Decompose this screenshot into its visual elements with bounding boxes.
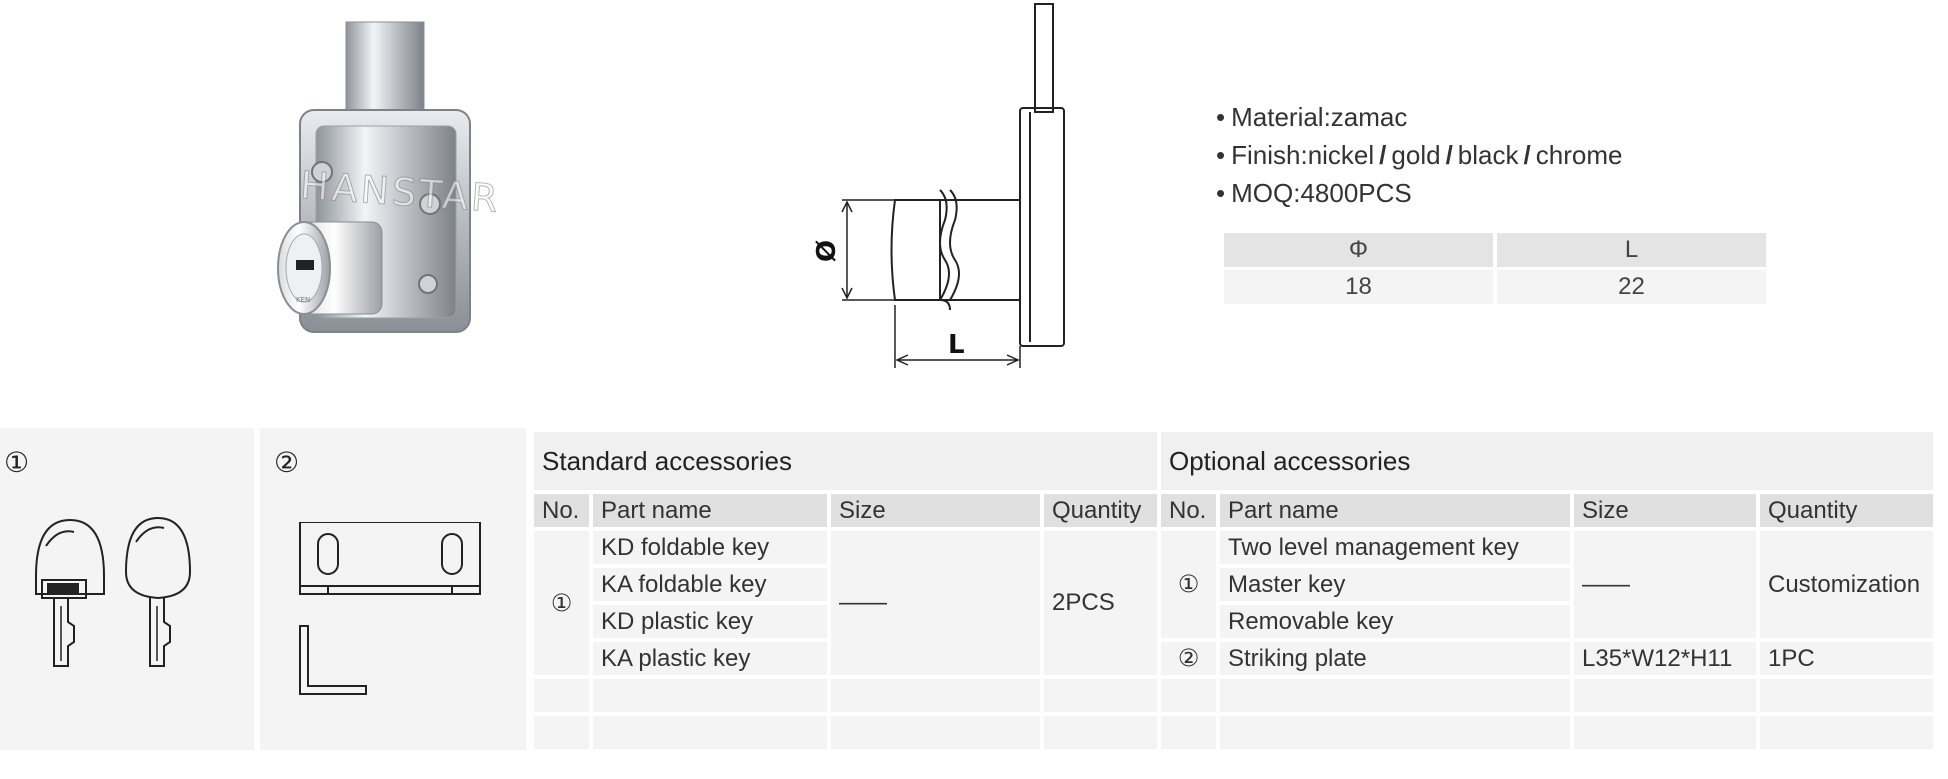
col-quantity: Quantity — [1760, 494, 1933, 527]
col-no: No. — [1161, 494, 1216, 527]
optional-size: —— — [1574, 531, 1756, 638]
striking-plate-panel-marker: ② — [274, 446, 300, 479]
optional-part: Striking plate — [1220, 642, 1570, 675]
product-photo: KEN — [277, 21, 471, 333]
striking-plate-panel: ② — [260, 428, 526, 750]
table-row: ① KD foldable key —— 2PCS ① Two level ma… — [534, 531, 1933, 675]
table-row: KD plastic key Removable key — [534, 605, 1933, 638]
standard-part: KD foldable key — [593, 531, 827, 564]
spec-list: •Material:zamac •Finish:nickel/gold/blac… — [1216, 98, 1622, 212]
col-part-name: Part name — [1220, 494, 1570, 527]
optional-accessories-title: Optional accessories — [1161, 432, 1933, 490]
accessories-header-row: No. Part name Size Quantity No. Part nam… — [534, 494, 1933, 527]
empty-row — [534, 716, 1933, 749]
standard-no: ① — [534, 531, 589, 675]
accessories-table: Standard accessories Optional accessorie… — [530, 428, 1937, 753]
optional-size: L35*W12*H11 — [1574, 642, 1756, 675]
col-quantity: Quantity — [1044, 494, 1157, 527]
technical-drawing — [841, 3, 1065, 368]
spec-material: •Material:zamac — [1216, 102, 1408, 132]
size-header-length: L — [1497, 233, 1766, 267]
optional-quantity: 1PC — [1760, 642, 1933, 675]
size-header-diameter: Φ — [1224, 233, 1493, 267]
accessories-title-row: Standard accessories Optional accessorie… — [534, 432, 1933, 490]
optional-no: ① — [1161, 531, 1216, 638]
empty-row — [534, 679, 1933, 712]
table-row: KA plastic key ② Striking plate L35*W12*… — [534, 642, 1933, 675]
optional-no: ② — [1161, 642, 1216, 675]
svg-text:KEN: KEN — [296, 296, 310, 304]
striking-plate-illustration — [299, 522, 481, 695]
size-table-row: 18 22 — [1224, 270, 1766, 304]
standard-size: —— — [831, 531, 1040, 675]
size-value-length: 22 — [1497, 270, 1766, 304]
optional-part: Removable key — [1220, 605, 1570, 638]
col-no: No. — [534, 494, 589, 527]
diameter-label: Ø — [812, 239, 843, 263]
standard-part: KA foldable key — [593, 568, 827, 601]
standard-part: KD plastic key — [593, 605, 827, 638]
keys-panel: ① — [0, 428, 254, 750]
standard-part: KA plastic key — [593, 642, 827, 675]
spec-finish: •Finish:nickel/gold/black/chrome — [1216, 140, 1623, 170]
col-size: Size — [1574, 494, 1756, 527]
col-part-name: Part name — [593, 494, 827, 527]
keys-panel-marker: ① — [4, 446, 30, 479]
size-table-header: Φ L — [1224, 233, 1766, 267]
table-row: KA foldable key Master key — [534, 568, 1933, 601]
optional-quantity: Customization — [1760, 531, 1933, 638]
length-label: L — [948, 330, 965, 360]
optional-part: Master key — [1220, 568, 1570, 601]
optional-part: Two level management key — [1220, 531, 1570, 564]
size-table: Φ L 18 22 — [1220, 230, 1770, 307]
col-size: Size — [831, 494, 1040, 527]
spec-moq: •MOQ:4800PCS — [1216, 178, 1412, 208]
standard-quantity: 2PCS — [1044, 531, 1157, 675]
keys-illustration — [35, 516, 192, 667]
standard-accessories-title: Standard accessories — [534, 432, 1157, 490]
size-value-diameter: 18 — [1224, 270, 1493, 304]
